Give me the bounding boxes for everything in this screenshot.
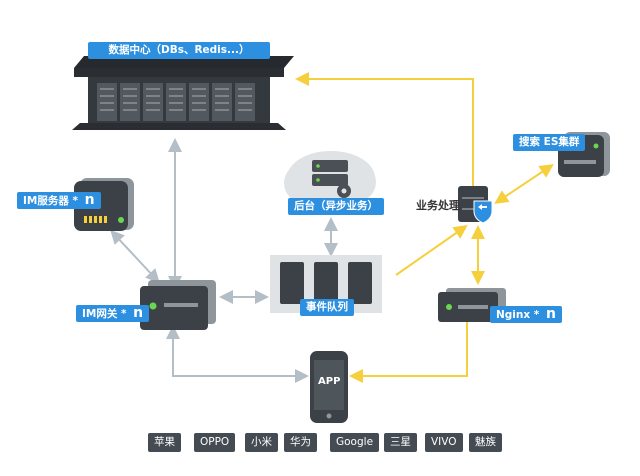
im-server-label: IM服务器 * n xyxy=(17,192,101,209)
backend-cloud-icon xyxy=(284,151,376,205)
datacenter-building xyxy=(72,56,294,130)
app-phone-icon xyxy=(310,351,348,423)
nginx-label-text: Nginx * xyxy=(496,309,543,321)
arrow-business-queue xyxy=(395,224,468,276)
business-label: 业务处理 xyxy=(416,199,460,212)
client-chip-xiaomi: 小米 xyxy=(245,433,278,452)
arrow-gateway-app xyxy=(166,325,309,383)
client-chip-apple: 苹果 xyxy=(148,433,181,452)
client-chip-huawei: 华为 xyxy=(284,433,317,452)
client-chip-samsung: 三星 xyxy=(384,433,417,452)
n-symbol: n xyxy=(84,192,95,208)
client-chip-google: Google xyxy=(330,433,380,452)
client-chip-meizu: 魅族 xyxy=(469,433,502,452)
im-gateway-label-text: IM网关 * xyxy=(82,308,131,320)
datacenter-label: 数据中心（DBs、Redis...） xyxy=(88,42,270,59)
app-label: APP xyxy=(318,376,341,387)
search-cluster-label: 搜索 ES集群 xyxy=(513,134,586,151)
im-gateway-label: IM网关 * n xyxy=(76,305,150,322)
backend-label: 后台（异步业务） xyxy=(288,198,384,215)
im-gateway-icon xyxy=(140,280,216,330)
n-symbol: n xyxy=(545,306,556,322)
client-chip-oppo: OPPO xyxy=(194,433,236,452)
arrow-nginx-app xyxy=(349,322,468,383)
arrow-imserver-gateway xyxy=(110,229,160,284)
server-racks xyxy=(97,83,255,121)
nginx-label: Nginx * n xyxy=(490,306,562,323)
yellow-arrows xyxy=(295,72,554,383)
arrow-business-search xyxy=(494,164,554,204)
rack-slots xyxy=(100,88,252,111)
im-server-label-text: IM服务器 * xyxy=(23,195,82,207)
client-chip-vivo: VIVO xyxy=(425,433,463,452)
arrow-business-datacenter xyxy=(295,72,474,186)
business-server-icon xyxy=(458,186,493,224)
gray-arrows xyxy=(110,138,338,383)
event-queue-label: 事件队列 xyxy=(300,299,354,316)
event-queue-icon xyxy=(270,255,382,313)
n-symbol: n xyxy=(133,305,144,321)
